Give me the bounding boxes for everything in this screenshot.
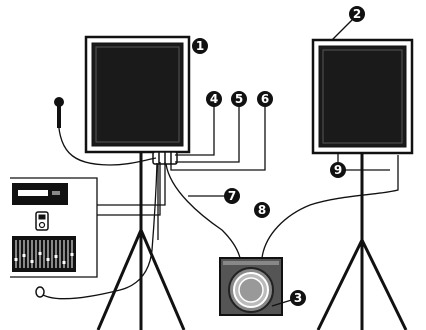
callout-2: 2	[331, 6, 365, 41]
mixer-rack-icon	[12, 183, 68, 205]
callout-4-label: 4	[210, 92, 218, 106]
callout-7: 7	[188, 188, 240, 204]
callout-7-label: 7	[228, 189, 236, 203]
left-speaker-stand	[96, 150, 186, 330]
speaker-right	[311, 38, 414, 155]
monitor-amp	[219, 257, 283, 316]
right-speaker-stand	[316, 152, 408, 330]
media-player-icon	[35, 211, 49, 231]
callout-5: 5	[231, 91, 247, 107]
footswitch-icon	[35, 286, 45, 298]
callout-1-label: 1	[196, 39, 204, 53]
cables	[39, 99, 399, 300]
speaker-left	[84, 35, 191, 154]
callout-5-label: 5	[235, 92, 243, 106]
callout-9: 9	[330, 162, 346, 178]
mixing-console-icon	[12, 236, 76, 272]
callout-1: 1	[192, 38, 208, 54]
callout-9-label: 9	[334, 163, 342, 177]
callout-3-label: 3	[294, 291, 302, 305]
callout-3: 3	[271, 290, 306, 307]
rack-outline	[10, 177, 98, 278]
microphone-icon	[54, 97, 64, 128]
callout-6-label: 6	[261, 92, 269, 106]
callout-2-label: 2	[353, 7, 361, 21]
callout-8: 8	[254, 202, 270, 218]
callout-4: 4	[206, 91, 222, 107]
callout-8-label: 8	[258, 203, 266, 217]
callout-6: 6	[257, 91, 273, 107]
